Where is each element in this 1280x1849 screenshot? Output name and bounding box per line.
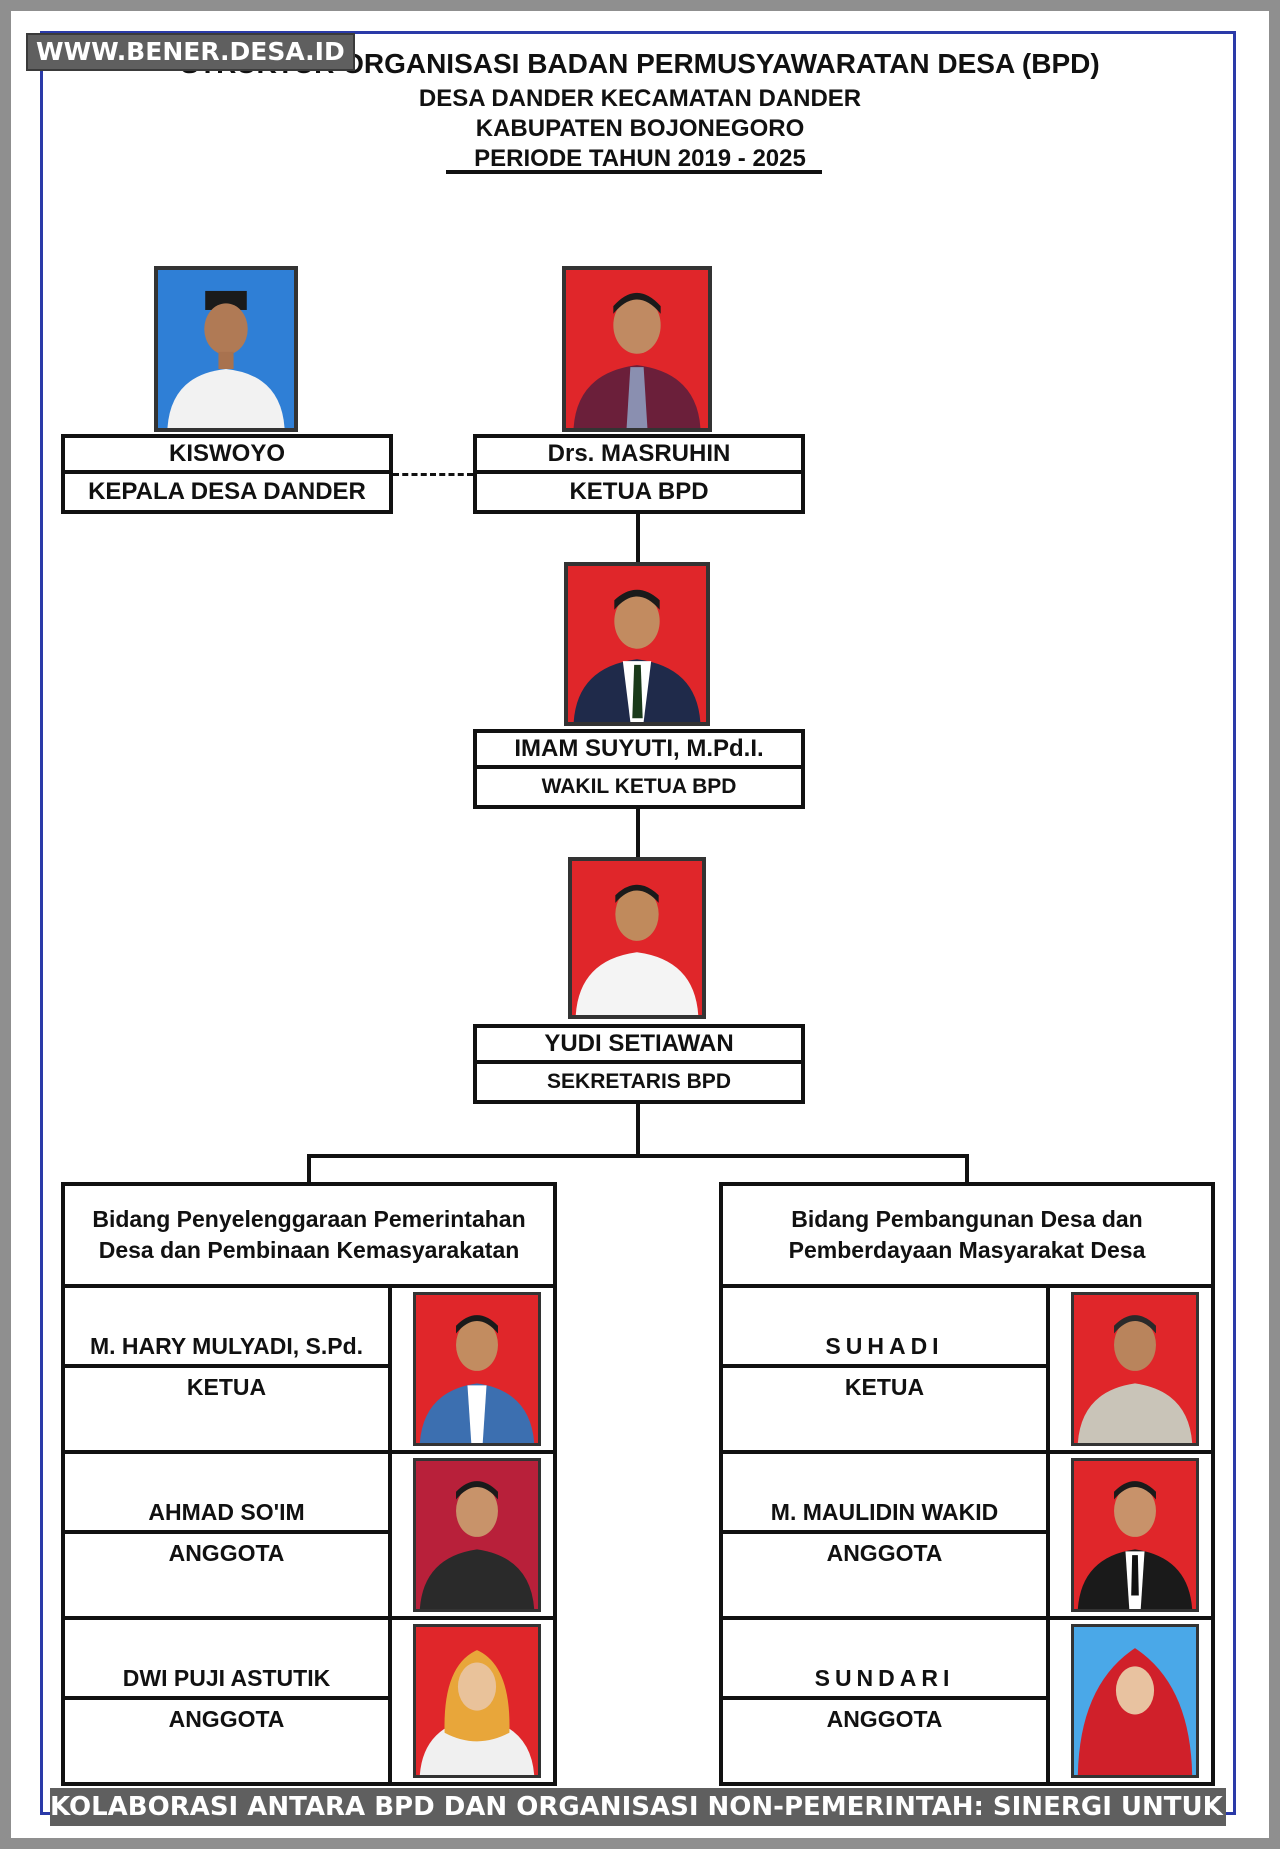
title-line-2: DESA DANDER KECAMATAN DANDER xyxy=(418,85,862,112)
member-photo xyxy=(1071,1458,1199,1612)
member-row: AHMAD SO'IM ANGGOTA xyxy=(65,1454,553,1620)
member-row-divider xyxy=(65,1616,553,1620)
member-row: M. MAULIDIN WAKID ANGGOTA xyxy=(723,1454,1211,1620)
chart-title: STRUKTUR ORGANISASI BADAN PERMUSYAWARATA… xyxy=(140,44,1140,174)
member-photo xyxy=(413,1458,541,1612)
sekretaris-photo xyxy=(568,857,706,1019)
sekretaris-name: YUDI SETIAWAN xyxy=(477,1028,801,1064)
member-row-divider xyxy=(65,1450,553,1454)
section-title: Bidang Penyelenggaraan Pemerintahan Desa… xyxy=(65,1186,553,1288)
member-photo xyxy=(1071,1292,1199,1446)
member-name-cell: M. HARY MULYADI, S.Pd. KETUA xyxy=(65,1288,392,1454)
member-name-cell: SUNDARI ANGGOTA xyxy=(723,1620,1050,1786)
kepala-desa-name: KISWOYO xyxy=(65,438,389,474)
member-role: ANGGOTA xyxy=(168,1705,285,1732)
member-row: SUNDARI ANGGOTA xyxy=(723,1620,1211,1786)
member-row-divider xyxy=(723,1450,1211,1454)
member-role: KETUA xyxy=(844,1373,925,1400)
title-line-4: PERIODE TAHUN 2019 - 2025 xyxy=(474,145,806,172)
wakil-photo xyxy=(564,562,710,726)
sekretaris-box: YUDI SETIAWAN SEKRETARIS BPD xyxy=(473,1024,805,1104)
kepala-desa-box: KISWOYO KEPALA DESA DANDER xyxy=(61,434,393,514)
member-name-cell: DWI PUJI ASTUTIK ANGGOTA xyxy=(65,1620,392,1786)
member-row: SUHADI KETUA xyxy=(723,1288,1211,1454)
member-name: AHMAD SO'IM xyxy=(65,1494,388,1534)
section-pemerintahan: Bidang Penyelenggaraan Pemerintahan Desa… xyxy=(61,1182,557,1786)
connector-sekretaris-branch xyxy=(636,1104,640,1156)
connector-ketua-wakil xyxy=(636,514,640,562)
member-role: ANGGOTA xyxy=(168,1539,285,1566)
section-pembangunan: Bidang Pembangunan Desa dan Pemberdayaan… xyxy=(719,1182,1215,1786)
member-role: KETUA xyxy=(186,1373,267,1400)
connector-right-section xyxy=(965,1154,969,1186)
member-name: SUNDARI xyxy=(723,1660,1046,1700)
member-role: ANGGOTA xyxy=(826,1705,943,1732)
sekretaris-role: SEKRETARIS BPD xyxy=(547,1070,731,1093)
ketua-name: Drs. MASRUHIN xyxy=(477,438,801,474)
wakil-box: IMAM SUYUTI, M.Pd.I. WAKIL KETUA BPD xyxy=(473,729,805,809)
watermark-label: WWW.BENER.DESA.ID xyxy=(26,33,355,71)
kepala-desa-role: KEPALA DESA DANDER xyxy=(88,478,366,505)
member-photo xyxy=(413,1292,541,1446)
member-row: M. HARY MULYADI, S.Pd. KETUA xyxy=(65,1288,553,1454)
title-underline xyxy=(446,170,822,174)
member-name: SUHADI xyxy=(723,1328,1046,1368)
connector-wakil-sekretaris xyxy=(636,809,640,857)
wakil-role: WAKIL KETUA BPD xyxy=(541,775,737,798)
member-name: M. MAULIDIN WAKID xyxy=(723,1494,1046,1534)
member-name: DWI PUJI ASTUTIK xyxy=(65,1660,388,1700)
ketua-photo xyxy=(562,266,712,432)
connector-left-section xyxy=(307,1154,311,1186)
title-line-3: KABUPATEN BOJONEGORO xyxy=(475,115,805,142)
member-role: ANGGOTA xyxy=(826,1539,943,1566)
coordination-dashed-line xyxy=(393,473,473,476)
member-name-cell: AHMAD SO'IM ANGGOTA xyxy=(65,1454,392,1620)
member-name: M. HARY MULYADI, S.Pd. xyxy=(65,1328,388,1368)
section-title: Bidang Pembangunan Desa dan Pemberdayaan… xyxy=(723,1186,1211,1288)
connector-horizontal-branch xyxy=(307,1154,969,1158)
ketua-role: KETUA BPD xyxy=(569,478,709,505)
member-name-cell: SUHADI KETUA xyxy=(723,1288,1050,1454)
member-row: DWI PUJI ASTUTIK ANGGOTA xyxy=(65,1620,553,1786)
kepala-desa-photo xyxy=(154,266,298,432)
member-photo xyxy=(1071,1624,1199,1778)
member-photo xyxy=(413,1624,541,1778)
member-name-cell: M. MAULIDIN WAKID ANGGOTA xyxy=(723,1454,1050,1620)
wakil-name: IMAM SUYUTI, M.Pd.I. xyxy=(477,733,801,769)
member-row-divider xyxy=(723,1616,1211,1620)
ketua-box: Drs. MASRUHIN KETUA BPD xyxy=(473,434,805,514)
article-title-banner: KOLABORASI ANTARA BPD DAN ORGANISASI NON… xyxy=(50,1788,1226,1826)
